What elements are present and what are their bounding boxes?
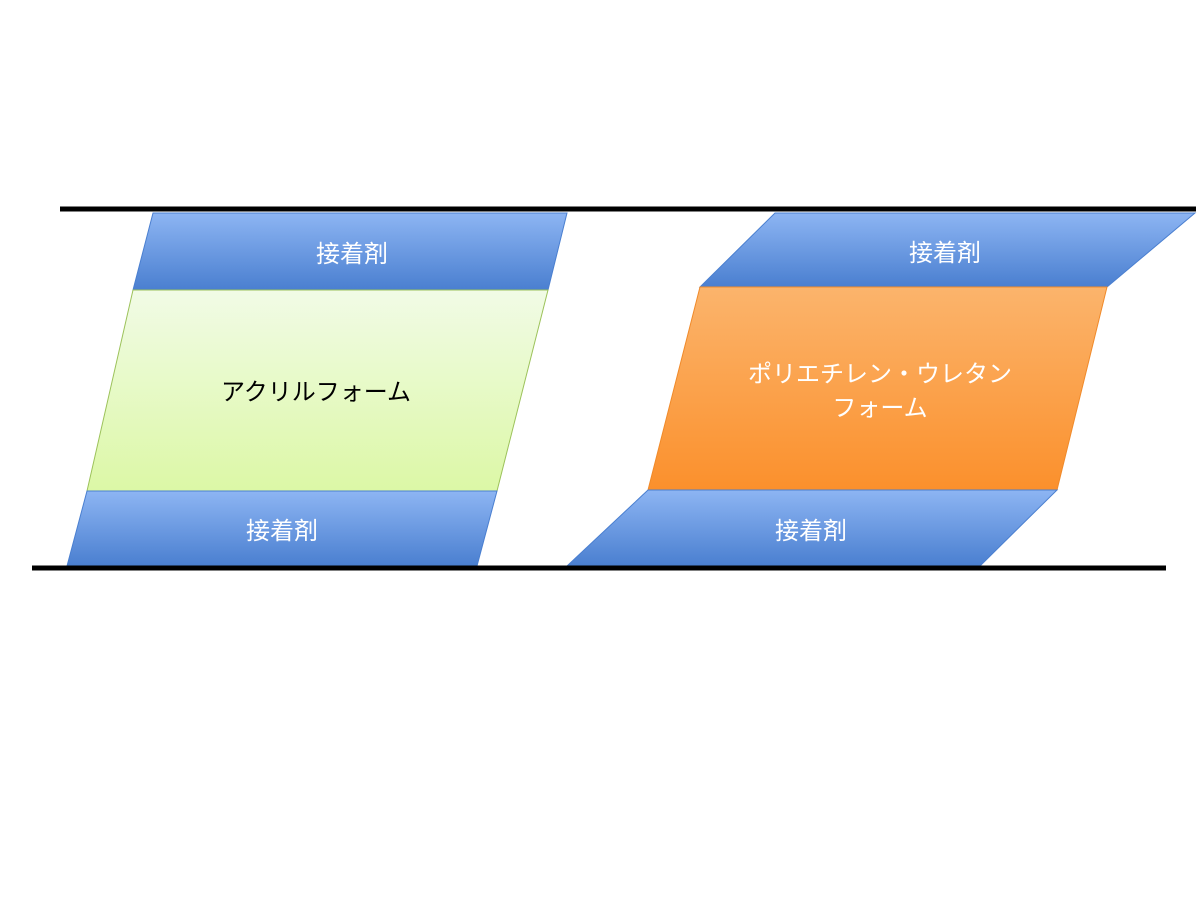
pe-urethane-foam-label-line1: ポリエチレン・ウレタン [748, 360, 1012, 388]
right-bottom-adhesive-label: 接着剤 [775, 517, 847, 545]
pe-urethane-foam-tape: 接着剤 ポリエチレン・ウレタン フォーム 接着剤 [565, 212, 1197, 567]
left-top-adhesive-label: 接着剤 [316, 240, 388, 268]
pe-urethane-foam-layer [647, 286, 1108, 491]
left-bottom-adhesive-label: 接着剤 [246, 517, 318, 545]
pe-urethane-foam-label-line2: フォーム [832, 394, 927, 422]
right-top-adhesive-label: 接着剤 [909, 239, 981, 267]
acrylic-foam-label: アクリルフォーム [221, 378, 411, 406]
acrylic-foam-tape: 接着剤 アクリルフォーム 接着剤 [66, 212, 568, 567]
